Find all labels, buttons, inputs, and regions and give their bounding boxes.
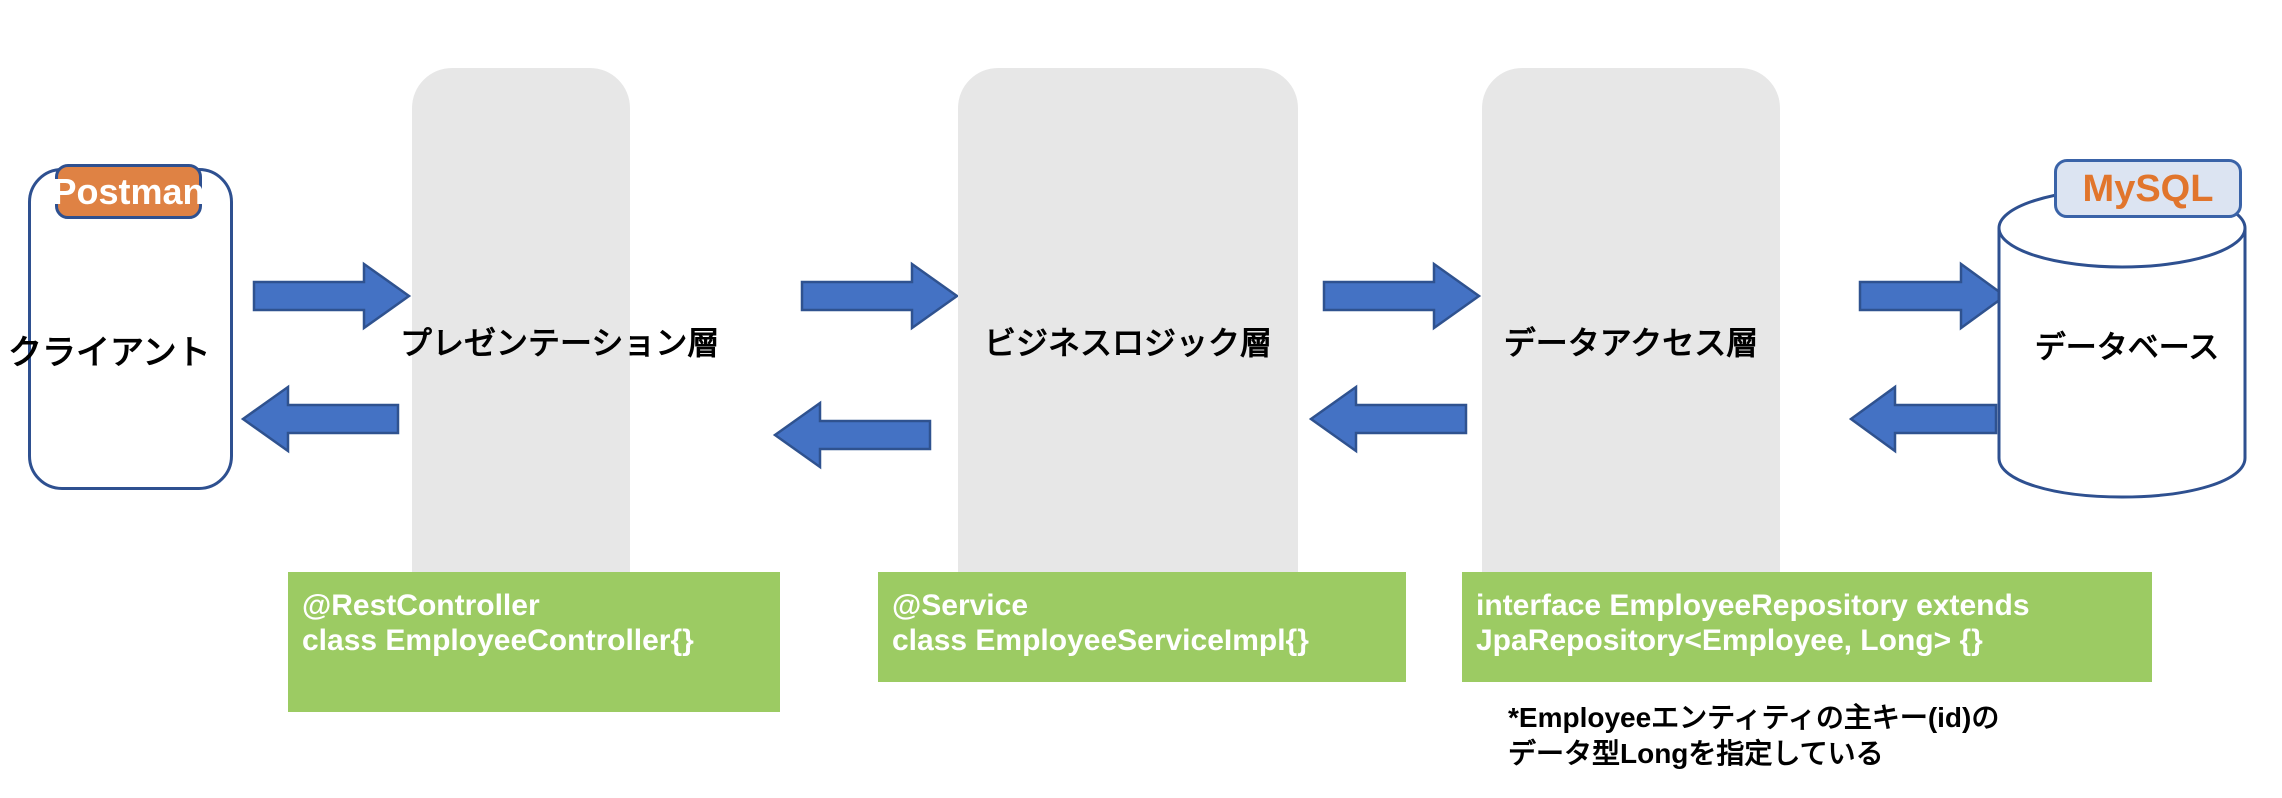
arrow-client-to-presentation	[252, 261, 412, 331]
arrow-right-icon	[800, 261, 960, 331]
layer-column-business-logic	[958, 68, 1298, 576]
arrow-business-to-data-access	[1322, 261, 1482, 331]
footnote-line-2: データ型Longを指定している	[1508, 737, 1884, 769]
arrow-data-access-to-database	[1858, 261, 2008, 331]
code-box-business-logic: @Service class EmployeeServiceImpl{}	[878, 572, 1406, 682]
layer-label-presentation: プレゼンテーション層	[400, 325, 720, 361]
code-line-1: @Service	[892, 589, 1029, 622]
arrow-business-to-presentation	[772, 400, 932, 470]
postman-badge-label: Postman	[52, 170, 205, 212]
code-line-1: @RestController	[302, 589, 540, 622]
mysql-badge: MySQL	[2054, 159, 2242, 218]
layer-column-data-access	[1482, 68, 1780, 576]
arrow-right-icon	[1322, 261, 1482, 331]
arrow-data-access-to-business	[1308, 384, 1468, 454]
footnote: *Employeeエンティティの主キー(id)の データ型Longを指定している	[1508, 700, 2208, 772]
arrow-left-icon	[1848, 384, 1998, 454]
arrow-database-to-data-access	[1848, 384, 1998, 454]
postman-badge: Postman	[52, 164, 205, 219]
arrow-left-icon	[240, 384, 400, 454]
code-line-2: class EmployeeController{}	[302, 624, 694, 658]
database-label: データベース	[2034, 330, 2220, 365]
arrow-presentation-to-business	[800, 261, 960, 331]
arrow-left-icon	[772, 400, 932, 470]
layer-label-business-logic: ビジネスロジック層	[983, 325, 1272, 361]
code-line-2: class EmployeeServiceImpl{}	[892, 624, 1309, 658]
arrow-right-icon	[1858, 261, 2008, 331]
arrow-presentation-to-client	[240, 384, 400, 454]
layer-column-presentation	[412, 68, 630, 576]
arrow-left-icon	[1308, 384, 1468, 454]
code-line-2: JpaRepository<Employee, Long> {}	[1476, 624, 1983, 658]
footnote-line-1: *Employeeエンティティの主キー(id)の	[1508, 702, 2000, 733]
code-box-data-access: interface EmployeeRepository extends Jpa…	[1462, 572, 2152, 682]
client-label: クライアント	[8, 334, 211, 372]
client-box	[28, 168, 233, 490]
mysql-badge-label: MySQL	[2082, 167, 2214, 210]
code-line-1: interface EmployeeRepository extends	[1476, 589, 2030, 622]
arrow-right-icon	[252, 261, 412, 331]
layer-label-data-access: データアクセス層	[1503, 325, 1759, 361]
code-box-presentation: @RestController class EmployeeController…	[288, 572, 780, 712]
